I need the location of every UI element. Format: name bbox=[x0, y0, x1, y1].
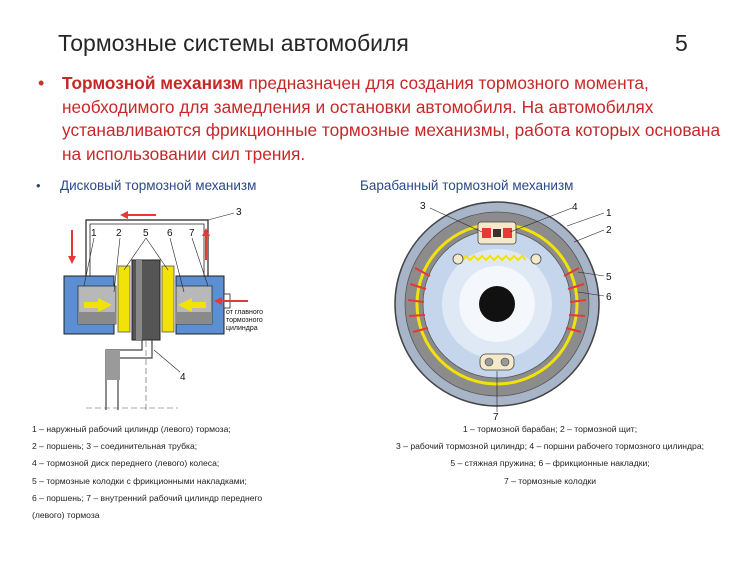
connecting-tube-inner bbox=[89, 223, 205, 276]
legend-line: 6 – поршень; 7 – внутренний рабочий цили… bbox=[32, 492, 263, 503]
label-4: 4 bbox=[180, 372, 186, 383]
legend-line: 1 – тормозной барабан; 2 – тормозной щит… bbox=[462, 424, 638, 434]
label-1: 1 bbox=[91, 228, 97, 239]
label-2: 2 bbox=[116, 228, 122, 239]
leader-line bbox=[566, 212, 605, 227]
inlet-arrow-head bbox=[214, 297, 222, 305]
red-arrow-head bbox=[202, 228, 210, 236]
leader-line bbox=[153, 349, 181, 373]
return-spring bbox=[461, 254, 527, 262]
bullet-icon: • bbox=[38, 73, 45, 93]
legend-line: 5 – стяжная пружина; 6 – фрикционные нак… bbox=[450, 458, 650, 469]
yellow-arrow bbox=[178, 298, 192, 312]
label-4: 4 bbox=[572, 202, 578, 213]
anchor-pin bbox=[484, 357, 494, 367]
label-5: 5 bbox=[606, 272, 612, 283]
leader-line bbox=[169, 237, 185, 293]
label-6: 6 bbox=[606, 292, 612, 303]
bullet-icon: • bbox=[36, 178, 41, 193]
inlet-caption-line: от главного bbox=[226, 309, 263, 316]
legend-line: 2 – поршень; 3 – соединительная трубка; bbox=[32, 441, 198, 452]
hub-body bbox=[106, 350, 120, 380]
inlet-caption-line: цилиндра bbox=[226, 325, 258, 332]
right-piston-shade bbox=[176, 312, 212, 324]
cylinder-core bbox=[493, 229, 501, 237]
legend-line: 4 – тормозной диск переднего (левого) ко… bbox=[32, 458, 220, 469]
spring-anchor bbox=[530, 253, 542, 265]
legend-line: 1 – наружный рабочий цилиндр (левого) то… bbox=[32, 424, 231, 434]
leader-line bbox=[577, 271, 605, 277]
leader-line bbox=[573, 229, 605, 243]
leader-line bbox=[207, 212, 235, 221]
red-arrow-head bbox=[68, 256, 76, 264]
friction-ticks-right bbox=[563, 267, 587, 333]
drum-brake-diagram: 3 4 1 2 5 6 7 bbox=[394, 201, 612, 421]
left-brake-pad bbox=[117, 265, 131, 333]
leader-line bbox=[429, 207, 483, 233]
legend-line: (левого) тормоза bbox=[32, 510, 100, 521]
yellow-arrow-shaft bbox=[84, 302, 98, 308]
leader-line bbox=[191, 237, 209, 287]
inlet-caption-line: тормозного bbox=[226, 317, 263, 324]
left-piston-shade bbox=[78, 312, 116, 324]
spring-anchor bbox=[452, 253, 464, 265]
label-1: 1 bbox=[606, 208, 612, 219]
hub-hole bbox=[479, 286, 515, 322]
red-arrow-head bbox=[120, 211, 128, 219]
legend-line: 7 – тормозные колодки bbox=[503, 475, 597, 486]
leader-line bbox=[123, 237, 147, 271]
drum-brake-legend: 1 – тормозной барабан; 2 – тормозной щит… bbox=[370, 421, 730, 490]
drum-brake-heading: Барабанный тормозной механизм bbox=[360, 178, 574, 193]
leader-line bbox=[577, 291, 605, 297]
leader-line bbox=[113, 237, 121, 293]
label-5: 5 bbox=[143, 228, 149, 239]
legend-line: 3 – рабочий тормозной цилиндр; 4 – поршн… bbox=[396, 441, 704, 452]
label-3: 3 bbox=[236, 207, 242, 218]
leader-line bbox=[509, 207, 573, 233]
label-2: 2 bbox=[606, 225, 612, 236]
brake-disc-highlight bbox=[136, 260, 142, 340]
connecting-tube bbox=[85, 219, 209, 276]
friction-ticks-left bbox=[407, 267, 431, 333]
disc-brake-legend: 1 – наружный рабочий цилиндр (левого) то… bbox=[32, 421, 262, 524]
intro-bold-term: Тормозной механизм bbox=[62, 73, 244, 93]
intro-paragraph: Тормозной механизм предназначен для созд… bbox=[62, 72, 722, 166]
disc-brake-diagram: 1 2 5 6 7 3 4 от главного тормозного цил… bbox=[63, 207, 263, 410]
disc-brake-heading: Дисковый тормозной механизм bbox=[60, 178, 257, 193]
leader-line bbox=[83, 237, 95, 287]
label-7: 7 bbox=[493, 412, 499, 421]
cylinder-piston bbox=[503, 228, 512, 238]
cylinder-piston bbox=[482, 228, 491, 238]
yellow-arrow bbox=[98, 298, 112, 312]
label-6: 6 bbox=[167, 228, 173, 239]
label-3: 3 bbox=[420, 201, 426, 212]
yellow-arrow-shaft bbox=[192, 302, 206, 308]
legend-line: 5 – тормозные колодки с фрикционными нак… bbox=[32, 475, 247, 486]
anchor-pin bbox=[500, 357, 510, 367]
label-7: 7 bbox=[189, 228, 195, 239]
intro-text: предназначен для создания тормозного мом… bbox=[62, 73, 721, 164]
slide-title: Тормозные системы автомобиля bbox=[58, 30, 409, 56]
slide-number: 5 bbox=[675, 30, 688, 56]
leader-line bbox=[145, 237, 169, 271]
right-brake-pad bbox=[161, 265, 175, 333]
